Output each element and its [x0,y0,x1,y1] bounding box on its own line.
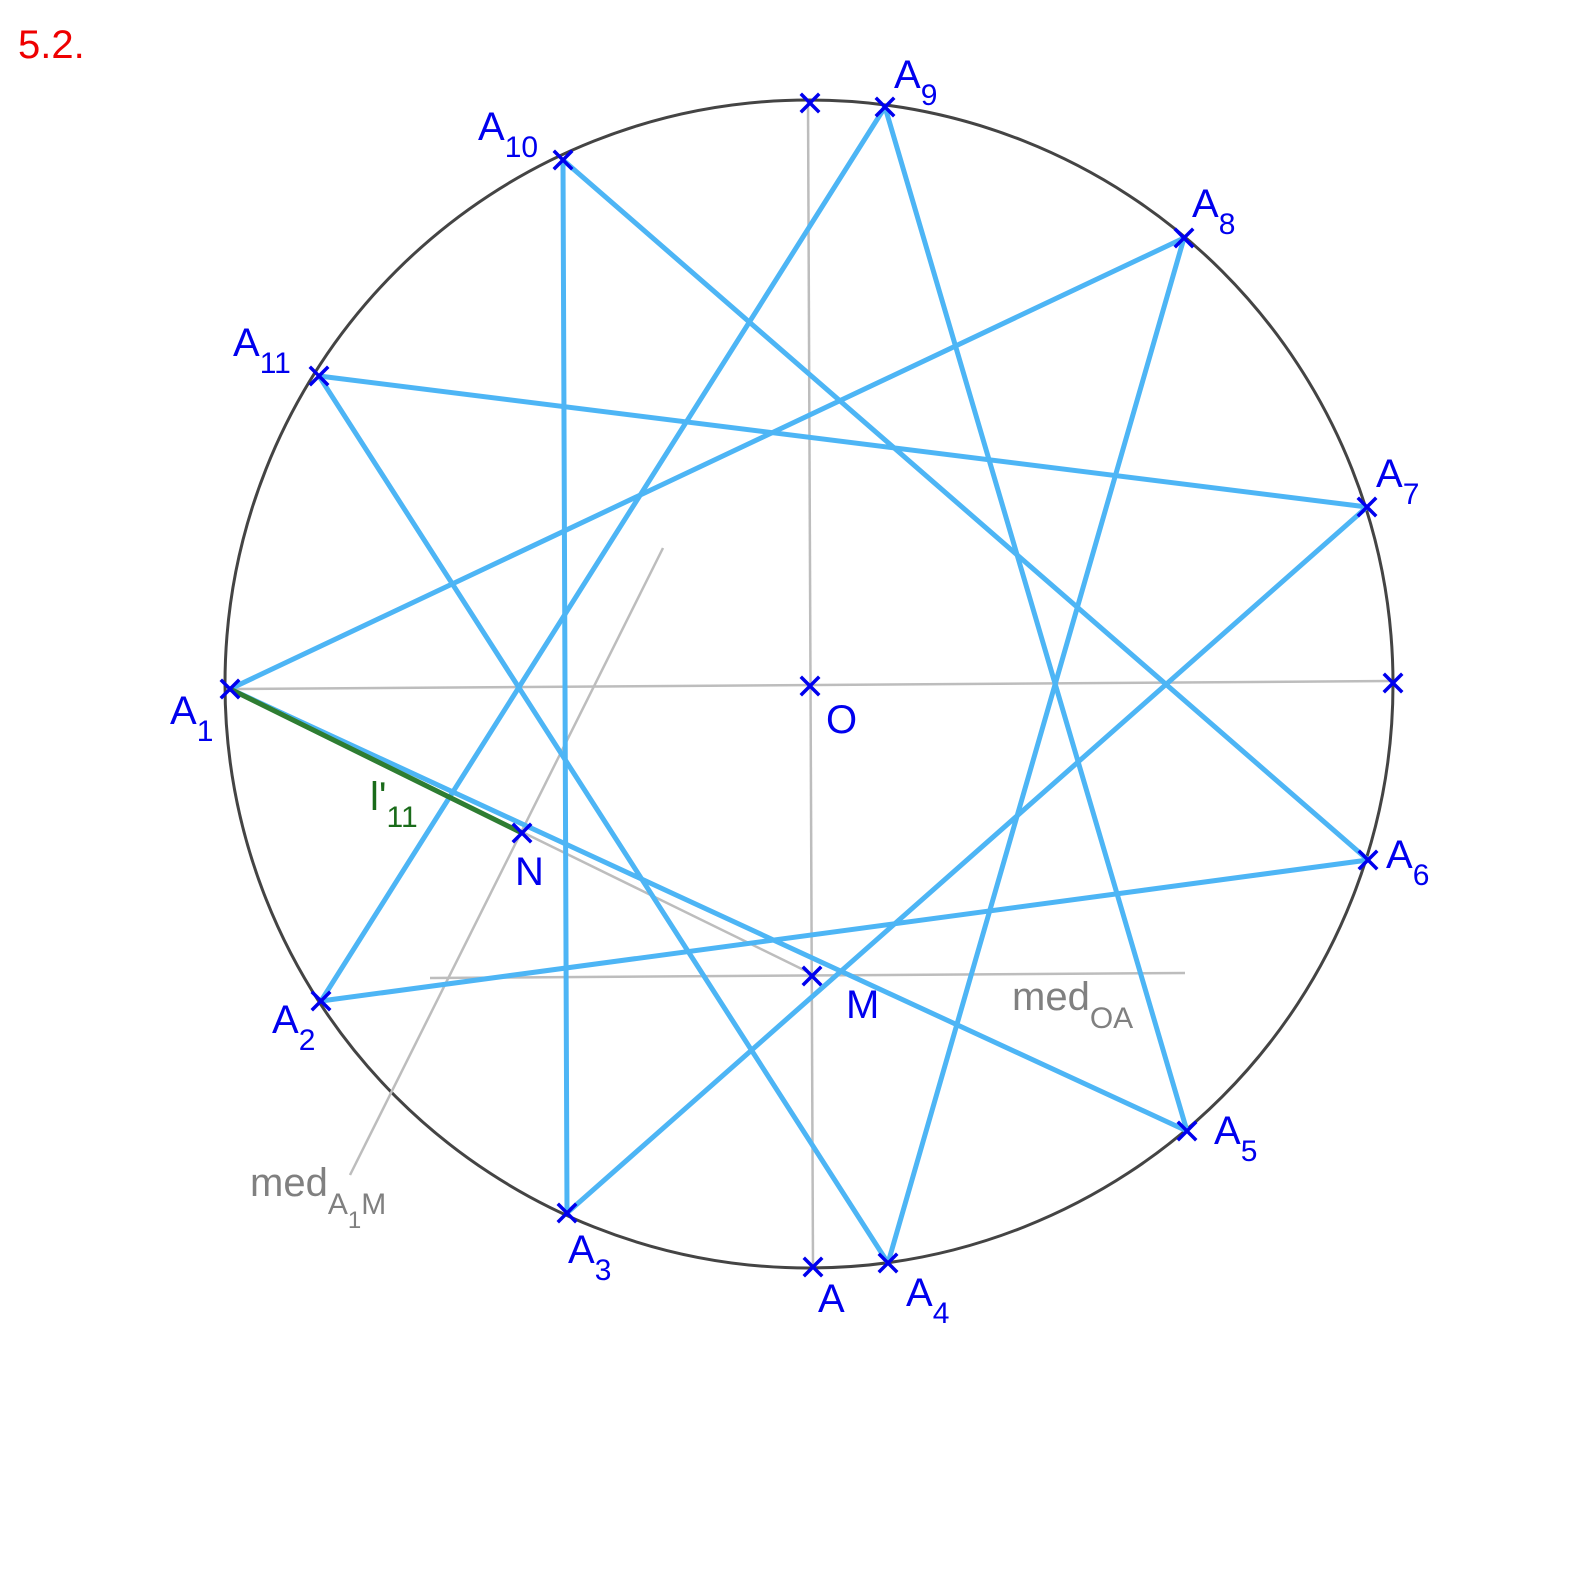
point-markers [219,92,1404,1278]
point-a2-marker [310,990,332,1012]
label-a4: A4 [906,1271,949,1330]
label-med-a1m: medA1M [250,1161,386,1234]
edge-a3-a7 [564,504,1370,1216]
point-a4-marker [877,1252,899,1274]
label-n: N [515,850,544,894]
vertical-diameter [806,99,815,1267]
point-a10-marker [552,149,574,171]
label-a5: A5 [1214,1109,1257,1168]
side-l11 [228,686,524,836]
label-side-l11: l'11 [370,775,418,834]
point-o-marker [799,675,821,697]
point-a9-marker [874,96,896,118]
med-a1m-line [348,547,665,1176]
label-a3: A3 [568,1228,611,1287]
label-o: O [826,698,857,742]
point-a1-marker [219,678,241,700]
point-right-marker [1382,672,1404,694]
label-a8: A8 [1192,182,1235,241]
point-a6-marker [1357,849,1379,871]
label-a: A [818,1277,845,1321]
point-a8-marker [1173,227,1195,249]
star-polygon [227,104,1371,1266]
label-a7: A7 [1376,452,1419,511]
edge-a1-a8 [227,235,1187,692]
point-a7-marker [1356,496,1378,518]
edge-a2-a9 [318,104,888,1004]
med-oa-line [429,971,1186,980]
edge-a6-a10 [560,157,1371,863]
label-a1: A1 [170,689,213,748]
edge-a5-a9 [882,104,1190,1134]
edge-a4-a8 [885,235,1187,1266]
point-a5-marker [1176,1120,1198,1142]
point-a-marker [802,1256,824,1278]
label-a10: A10 [478,105,538,164]
point-n-marker [511,822,533,844]
edge-a2-a6 [318,857,1371,1004]
edge-a7-a11 [316,373,1370,510]
label-m: M [846,983,879,1027]
edge-a1-a5 [227,686,1190,1134]
point-a3-marker [556,1202,578,1224]
edge-a3-a10 [560,157,570,1216]
label-a11: A11 [233,321,291,380]
exercise-number: 5.2. [18,23,85,67]
point-top-marker [799,92,821,114]
point-m-marker [801,965,823,987]
edge-a4-a11 [316,373,891,1266]
label-a6: A6 [1386,833,1429,892]
label-a9: A9 [894,53,937,112]
label-a2: A2 [272,998,315,1057]
label-med-oa: medOA [1012,975,1133,1035]
point-a11-marker [308,365,330,387]
